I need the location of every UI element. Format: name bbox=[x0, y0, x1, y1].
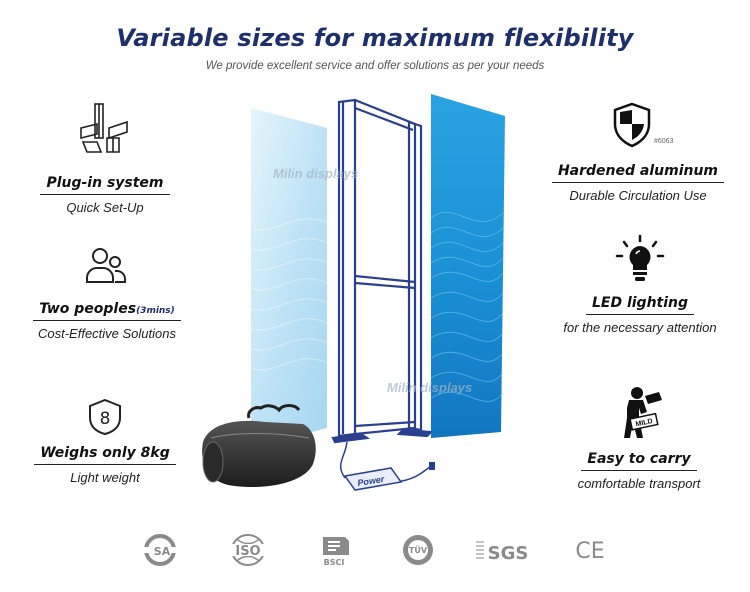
svg-text:8: 8 bbox=[100, 409, 111, 429]
two-people-icon bbox=[86, 248, 126, 283]
feature-two-peoples: Two peoples(3mins) Cost-Effective Soluti… bbox=[22, 246, 192, 341]
sgs-logo: SGS bbox=[474, 532, 534, 568]
feature-subtitle: Durable Circulation Use bbox=[569, 188, 707, 203]
page-subtitle: We provide excellent service and offer s… bbox=[205, 60, 545, 72]
feature-title: Two peoples(3mins) bbox=[33, 301, 181, 321]
feature-subtitle: Cost-Effective Solutions bbox=[37, 326, 176, 341]
dark-fabric-panel bbox=[430, 94, 505, 438]
svg-text:TÜV: TÜV bbox=[409, 545, 428, 555]
feature-led-lighting: LED lighting for the necessary attention bbox=[540, 234, 740, 335]
feature-title: Plug-in system bbox=[40, 175, 170, 195]
feature-title: Easy to carry bbox=[581, 451, 697, 471]
carry-bag bbox=[202, 404, 316, 488]
power-label: Power bbox=[357, 474, 386, 488]
feature-title-suffix: (3mins) bbox=[136, 306, 175, 316]
product-illustration: Power Milin displays Milin displays bbox=[195, 88, 515, 508]
feature-easy-to-carry: MILD Easy to carry comfortable transport bbox=[554, 386, 724, 491]
svg-text:ISO: ISO bbox=[235, 544, 260, 559]
feature-title: Hardened aluminum bbox=[551, 163, 725, 183]
lightbulb-icon bbox=[615, 234, 665, 281]
ce-logo: CE bbox=[572, 532, 608, 568]
watermark: Milin displays bbox=[387, 380, 473, 395]
weight-8-icon: 8 bbox=[89, 398, 121, 436]
feature-subtitle: Quick Set-Up bbox=[66, 200, 144, 215]
light-fabric-panel bbox=[250, 108, 328, 448]
carry-person-icon: MILD bbox=[624, 387, 662, 438]
feature-plug-in-system: Plug-in system Quick Set-Up bbox=[30, 98, 180, 215]
svg-text:BSCI: BSCI bbox=[324, 558, 345, 567]
feature-subtitle: for the necessary attention bbox=[563, 320, 717, 335]
feature-subtitle: Light weight bbox=[70, 470, 140, 485]
display-stand-image: Power bbox=[202, 94, 505, 491]
alloy-badge: #6063 bbox=[654, 138, 674, 145]
carry-badge: MILD bbox=[635, 418, 653, 428]
feature-weight: 8 Weighs only 8kg Light weight bbox=[30, 398, 180, 485]
power-adapter: Power bbox=[339, 441, 435, 491]
svg-text:SGS: SGS bbox=[488, 543, 529, 564]
page-title: Variable sizes for maximum flexibility bbox=[116, 24, 634, 52]
frame-parts-icon bbox=[80, 103, 128, 153]
feature-subtitle: comfortable transport bbox=[577, 476, 701, 491]
svg-text:CE: CE bbox=[575, 539, 604, 564]
iso-logo: ISO bbox=[226, 532, 270, 568]
csa-logo: SA bbox=[142, 532, 178, 568]
aluminum-frame bbox=[331, 98, 434, 444]
feature-title: Weighs only 8kg bbox=[34, 445, 176, 465]
feature-hardened-aluminum: #6063 Hardened aluminum Durable Circulat… bbox=[548, 102, 728, 203]
bsci-logo: BSCI bbox=[314, 532, 354, 568]
feature-title-text: Two peoples bbox=[39, 301, 137, 317]
shield-icon bbox=[613, 102, 651, 148]
certification-logos: SA ISO BSCI TÜV SGS bbox=[0, 532, 750, 572]
svg-text:SA: SA bbox=[154, 545, 171, 558]
tuv-logo: TÜV bbox=[400, 532, 436, 568]
feature-title: LED lighting bbox=[585, 295, 695, 315]
watermark: Milin displays bbox=[273, 166, 359, 181]
